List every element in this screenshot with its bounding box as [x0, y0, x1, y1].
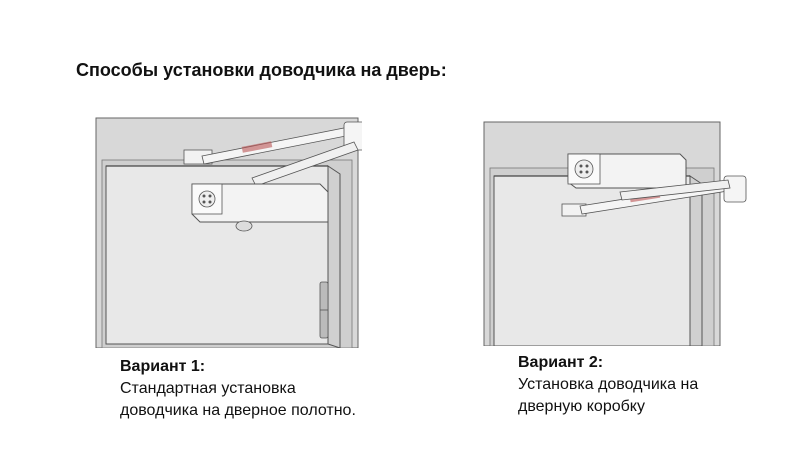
forearm	[619, 179, 731, 201]
page-title: Способы установки доводчика на дверь:	[76, 60, 447, 80]
variant-1-label: Вариант 1:	[120, 358, 206, 375]
caption-variant-1: Вариант 1: Стандартная установка доводчи…	[120, 356, 356, 422]
caption-variant-2: Вариант 2: Установка доводчика на дверну…	[518, 352, 698, 418]
variant-2-line-2: дверную коробку	[518, 398, 645, 415]
door-leaf-mount-drawing	[95, 117, 362, 348]
frame-mount-drawing	[483, 121, 747, 346]
variant-2-label: Вариант 2:	[518, 354, 604, 371]
illustration-variant-1	[92, 112, 362, 348]
illustration-variant-2	[480, 118, 750, 346]
variant-1-line-1: Стандартная установка	[120, 380, 296, 397]
variant-2-line-1: Установка доводчика на	[518, 376, 699, 393]
forearm	[251, 141, 359, 187]
variant-1-line-2: доводчика на дверное полотно.	[120, 402, 356, 419]
closer-spindle	[235, 220, 253, 232]
door-edge	[327, 165, 341, 348]
door-edge	[689, 175, 703, 346]
